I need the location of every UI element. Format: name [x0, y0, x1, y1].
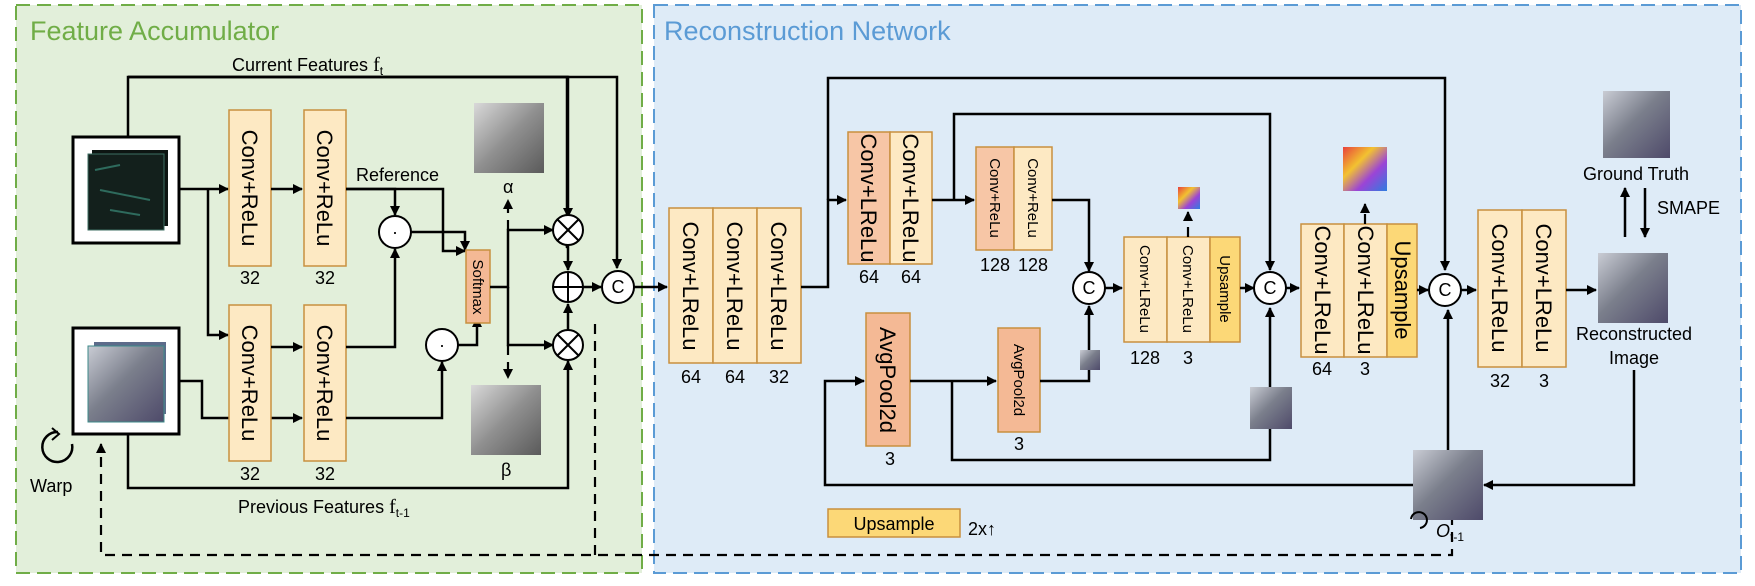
o-prev-cycle-icon — [1410, 511, 1428, 529]
alpha-label: α — [503, 177, 513, 197]
fa-bot-conv-1-channels: 32 — [240, 464, 260, 484]
out-conv-1-channels: 32 — [1490, 371, 1510, 391]
avgpool-big-channels: 3 — [885, 449, 895, 469]
dec1-conv-1 — [1123, 236, 1168, 343]
avgpool-big — [865, 312, 911, 447]
o-prev-label: Ot-1 — [1436, 521, 1464, 544]
mid-conv-2-channels: 64 — [901, 267, 921, 287]
dec2-conv-2-label: Conv+LReLu — [1353, 225, 1378, 354]
legend-upsample-label: Upsample — [853, 514, 934, 534]
concat-op-1-label: C — [612, 277, 625, 297]
reconstructed-label: Reconstructed — [1576, 324, 1692, 344]
deep-conv-1-channels: 128 — [980, 255, 1010, 275]
fa-bot-conv-2 — [303, 304, 347, 462]
previous-feature-image — [71, 326, 181, 436]
ground-truth-label: Ground Truth — [1583, 164, 1689, 184]
dec2-conv-2 — [1343, 223, 1388, 358]
reconstruction-network-title: Reconstruction Network — [664, 16, 951, 46]
deep-conv-2-label: Conv+ReLu — [1024, 158, 1041, 238]
enc-conv-3-channels: 32 — [769, 367, 789, 387]
enc-conv-2 — [712, 207, 758, 364]
enc-conv-3 — [756, 207, 802, 364]
softmax-block — [465, 249, 491, 324]
current-features-label: Current Features ft — [232, 54, 384, 78]
dec1-conv-2-channels: 3 — [1183, 348, 1193, 368]
deep-conv-1 — [975, 146, 1015, 251]
fa-bot-conv-2-channels: 32 — [315, 464, 335, 484]
previous-features-label: Previous Features ft-1 — [238, 496, 410, 520]
dec1-conv-2-label: Conv+LReLu — [1179, 245, 1196, 333]
reference-label: Reference — [356, 165, 439, 185]
dec1-upsample-label: Upsample — [1216, 255, 1233, 323]
legend-scale-label: 2x↑ — [968, 519, 996, 539]
out-conv-2-channels: 3 — [1539, 371, 1549, 391]
enc-conv-1-label: Conv+LReLu — [678, 221, 703, 350]
fa-top-conv-2-channels: 32 — [315, 268, 335, 288]
pooled-thumb — [1080, 350, 1100, 370]
feature-accumulator-title: Feature Accumulator — [30, 16, 279, 46]
dec2-conv-1-channels: 64 — [1312, 359, 1332, 379]
mid-conv-2-label: Conv+LReLu — [898, 133, 923, 262]
beta-map-image — [471, 385, 541, 455]
avgpool-small-label: AvgPool2d — [1010, 344, 1027, 416]
enc-conv-2-label: Conv+LReLu — [722, 221, 747, 350]
dot-product-top-symbol: · — [392, 222, 398, 242]
dec1-output-thumb — [1178, 187, 1200, 209]
fa-top-conv-1 — [228, 109, 272, 267]
fa-bot-conv-2-label: Conv+ReLu — [312, 325, 337, 442]
warp-icon — [41, 430, 74, 464]
fa-top-conv-2 — [303, 109, 347, 267]
fa-top-conv-1-label: Conv+ReLu — [237, 130, 262, 247]
enc-conv-3-label: Conv+LReLu — [766, 221, 791, 350]
fa-top-conv-1-channels: 32 — [240, 268, 260, 288]
concat-op-2-label: C — [1083, 278, 1096, 298]
out-conv-1 — [1477, 209, 1523, 368]
prev-scene-thumb — [1250, 387, 1292, 429]
dec2-upsample-label: Upsample — [1390, 240, 1415, 339]
fa-top-conv-2-label: Conv+ReLu — [312, 130, 337, 247]
dec2-output-thumb — [1343, 147, 1387, 191]
out-conv-1-label: Conv+LReLu — [1487, 223, 1512, 352]
dec1-upsample — [1209, 236, 1241, 343]
dec2-conv-1 — [1300, 223, 1345, 358]
avgpool-small-channels: 3 — [1014, 434, 1024, 454]
beta-label: β — [501, 460, 511, 480]
avgpool-big-label: AvgPool2d — [875, 327, 900, 433]
legend-upsample-swatch — [827, 508, 961, 538]
current-feature-image — [71, 135, 181, 245]
deep-conv-1-label: Conv+ReLu — [986, 158, 1003, 238]
fa-bot-conv-1-label: Conv+ReLu — [237, 325, 262, 442]
reconstructed-label-line2: Image — [1609, 348, 1659, 368]
dot-product-bottom-symbol: · — [439, 335, 445, 355]
alpha-map-image — [474, 103, 544, 173]
dec2-conv-1-label: Conv+LReLu — [1310, 225, 1335, 354]
avgpool-small — [997, 327, 1041, 433]
concat-op-3-label: C — [1264, 278, 1277, 298]
mid-conv-1-channels: 64 — [859, 267, 879, 287]
reconstructed-image-thumb — [1598, 253, 1668, 323]
fa-bot-conv-1 — [228, 304, 272, 462]
enc-conv-2-channels: 64 — [725, 367, 745, 387]
dec1-conv-1-channels: 128 — [1130, 348, 1160, 368]
dec2-conv-2-channels: 3 — [1360, 359, 1370, 379]
softmax-label: Softmax — [469, 259, 486, 315]
out-conv-2 — [1521, 209, 1567, 368]
ground-truth-thumb — [1603, 91, 1670, 158]
warp-label: Warp — [30, 476, 72, 496]
enc-conv-1-channels: 64 — [681, 367, 701, 387]
dec1-conv-1-label: Conv+LReLu — [1136, 245, 1153, 333]
concat-op-4-label: C — [1439, 280, 1452, 300]
o-prev-thumb — [1413, 450, 1483, 520]
smape-label: SMAPE — [1657, 198, 1720, 218]
mid-conv-1-label: Conv+LReLu — [856, 133, 881, 262]
out-conv-2-label: Conv+LReLu — [1531, 223, 1556, 352]
enc-conv-1 — [668, 207, 714, 364]
mid-conv-2 — [889, 131, 933, 265]
feature-accumulator-region — [15, 4, 643, 574]
deep-conv-2 — [1013, 146, 1053, 251]
deep-conv-2-channels: 128 — [1018, 255, 1048, 275]
